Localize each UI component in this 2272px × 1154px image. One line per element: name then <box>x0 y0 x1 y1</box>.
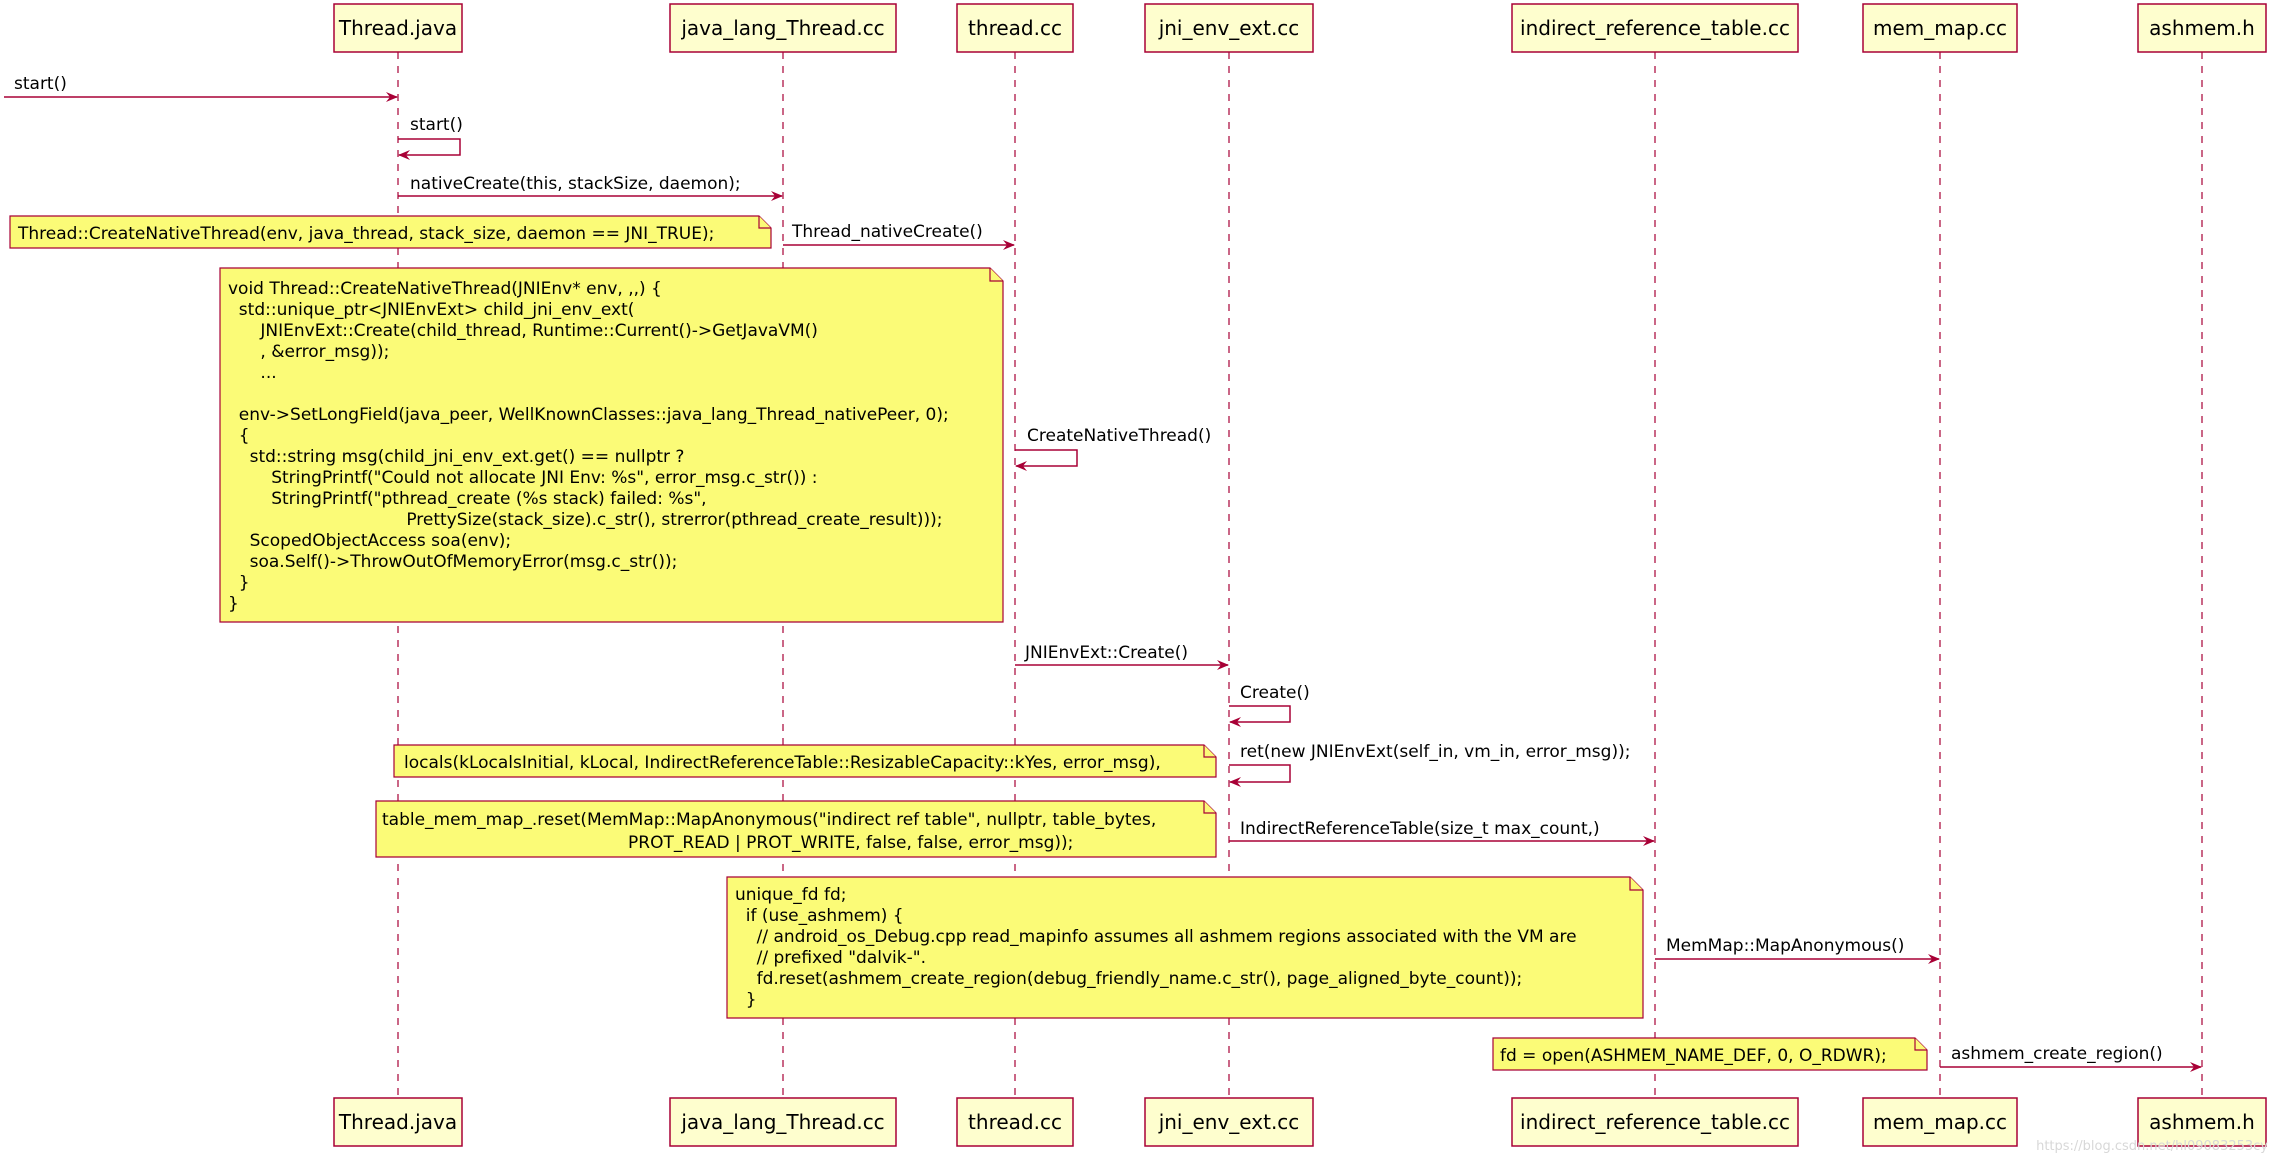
participant-java-lang-thread-top: java_lang_Thread.cc <box>669 3 897 53</box>
note-unique-fd: unique_fd fd; if (use_ashmem) { // andro… <box>726 876 1644 1019</box>
note-line: StringPrintf("pthread_create (%s stack) … <box>228 489 707 509</box>
message-start-self: start() <box>398 115 463 160</box>
participant-mem-map-bottom: mem_map.cc <box>1862 1097 2018 1147</box>
message-label: start() <box>14 74 67 94</box>
message-create-self: Create() <box>1229 683 1310 727</box>
message-jnienvext-create: JNIEnvExt::Create() <box>1015 643 1229 670</box>
note-line: env->SetLongField(java_peer, WellKnownCl… <box>228 405 949 425</box>
note-create-native-thread-impl: void Thread::CreateNativeThread(JNIEnv* … <box>219 267 1004 623</box>
note-line: soa.Self()->ThrowOutOfMemoryError(msg.c_… <box>228 552 677 572</box>
participant-label: jni_env_ext.cc <box>1158 1110 1300 1134</box>
participant-label: mem_map.cc <box>1873 16 2007 40</box>
note-line: ScopedObjectAccess soa(env); <box>228 531 511 551</box>
participant-label: thread.cc <box>968 16 1062 40</box>
note-line: } <box>228 573 250 593</box>
participant-java-lang-thread-bottom: java_lang_Thread.cc <box>669 1097 897 1147</box>
note-line: std::unique_ptr<JNIEnvExt> child_jni_env… <box>228 300 634 320</box>
participant-thread-cc-bottom: thread.cc <box>956 1097 1074 1147</box>
participant-label: indirect_reference_table.cc <box>1520 1110 1790 1134</box>
message-label: ret(new JNIEnvExt(self_in, vm_in, error_… <box>1240 742 1630 762</box>
note-line: if (use_ashmem) { <box>735 906 904 926</box>
note-line: } <box>228 594 239 614</box>
participant-thread-java-top: Thread.java <box>333 3 463 53</box>
note-line: { <box>228 426 250 446</box>
note-line: fd.reset(ashmem_create_region(debug_frie… <box>735 969 1522 989</box>
message-label: Thread_nativeCreate() <box>791 222 983 242</box>
message-start-external: start() <box>4 74 398 102</box>
participants-top: Thread.java java_lang_Thread.cc thread.c… <box>333 3 2267 53</box>
message-label: nativeCreate(this, stackSize, daemon); <box>410 174 741 194</box>
note-line: fd = open(ASHMEM_NAME_DEF, 0, O_RDWR); <box>1500 1046 1887 1066</box>
message-label: IndirectReferenceTable(size_t max_count,… <box>1240 819 1600 839</box>
participant-label: ashmem.h <box>2149 16 2255 40</box>
participant-jni-env-ext-bottom: jni_env_ext.cc <box>1144 1097 1314 1147</box>
participants-bottom: Thread.java java_lang_Thread.cc thread.c… <box>333 1097 2267 1147</box>
participant-thread-java-bottom: Thread.java <box>333 1097 463 1147</box>
watermark: https://blog.csdn.net/hl09083253cy <box>2036 1139 2268 1154</box>
participant-label: Thread.java <box>338 16 457 40</box>
note-line: JNIEnvExt::Create(child_thread, Runtime:… <box>228 321 818 341</box>
note-line: table_mem_map_.reset(MemMap::MapAnonymou… <box>382 810 1156 830</box>
message-label: MemMap::MapAnonymous() <box>1666 936 1904 956</box>
participant-jni-env-ext-top: jni_env_ext.cc <box>1144 3 1314 53</box>
message-map-anonymous: MemMap::MapAnonymous() <box>1655 936 1940 964</box>
note-locals: locals(kLocalsInitial, kLocal, IndirectR… <box>393 744 1217 778</box>
message-ashmem-create-region: ashmem_create_region() <box>1940 1044 2202 1072</box>
note-line: Thread::CreateNativeThread(env, java_thr… <box>17 224 714 244</box>
messages: start() start() nativeCreate(this, stack… <box>4 74 2202 1072</box>
participant-label: indirect_reference_table.cc <box>1520 16 1790 40</box>
participant-label: java_lang_Thread.cc <box>680 16 884 40</box>
message-ret-new-jnienvext: ret(new JNIEnvExt(self_in, vm_in, error_… <box>1229 742 1630 787</box>
note-line: void Thread::CreateNativeThread(JNIEnv* … <box>228 279 662 299</box>
note-line: // android_os_Debug.cpp read_mapinfo ass… <box>735 927 1577 947</box>
note-line: PrettySize(stack_size).c_str(), strerror… <box>228 510 942 530</box>
participant-ashmem-bottom: ashmem.h <box>2137 1097 2267 1147</box>
note-line: StringPrintf("Could not allocate JNI Env… <box>228 468 818 488</box>
note-fd-open: fd = open(ASHMEM_NAME_DEF, 0, O_RDWR); <box>1492 1037 1928 1071</box>
participant-label: java_lang_Thread.cc <box>680 1110 884 1134</box>
note-line: ... <box>228 363 277 383</box>
note-line: // prefixed "dalvik-". <box>735 948 926 968</box>
participant-label: Thread.java <box>338 1110 457 1134</box>
message-label: ashmem_create_region() <box>1951 1044 2163 1064</box>
note-line: } <box>735 990 757 1010</box>
message-thread-native-create: Thread_nativeCreate() <box>783 222 1015 250</box>
participant-label: jni_env_ext.cc <box>1158 16 1300 40</box>
participant-thread-cc-top: thread.cc <box>956 3 1074 53</box>
lifelines <box>397 52 2203 1098</box>
message-label: Create() <box>1240 683 1310 703</box>
participant-ashmem-top: ashmem.h <box>2137 3 2267 53</box>
note-table-mem-map: table_mem_map_.reset(MemMap::MapAnonymou… <box>375 800 1217 858</box>
notes: Thread::CreateNativeThread(env, java_thr… <box>9 215 1928 1071</box>
note-line: locals(kLocalsInitial, kLocal, IndirectR… <box>404 753 1161 773</box>
message-label: start() <box>410 115 463 135</box>
participant-label: thread.cc <box>968 1110 1062 1134</box>
message-label: CreateNativeThread() <box>1027 426 1211 446</box>
participant-irt-top: indirect_reference_table.cc <box>1511 3 1799 53</box>
note-line: , &error_msg)); <box>228 342 389 362</box>
participant-label: ashmem.h <box>2149 1110 2255 1134</box>
participant-irt-bottom: indirect_reference_table.cc <box>1511 1097 1799 1147</box>
note-line: PROT_READ | PROT_WRITE, false, false, er… <box>628 833 1073 853</box>
note-line: unique_fd fd; <box>735 885 846 905</box>
note-create-native-thread-call: Thread::CreateNativeThread(env, java_thr… <box>9 215 772 249</box>
participant-mem-map-top: mem_map.cc <box>1862 3 2018 53</box>
participant-label: mem_map.cc <box>1873 1110 2007 1134</box>
message-native-create: nativeCreate(this, stackSize, daemon); <box>398 174 783 201</box>
message-label: JNIEnvExt::Create() <box>1024 643 1188 663</box>
note-line: std::string msg(child_jni_env_ext.get() … <box>228 447 684 467</box>
message-indirect-reference-table: IndirectReferenceTable(size_t max_count,… <box>1229 819 1655 846</box>
message-create-native-thread: CreateNativeThread() <box>1015 426 1211 471</box>
